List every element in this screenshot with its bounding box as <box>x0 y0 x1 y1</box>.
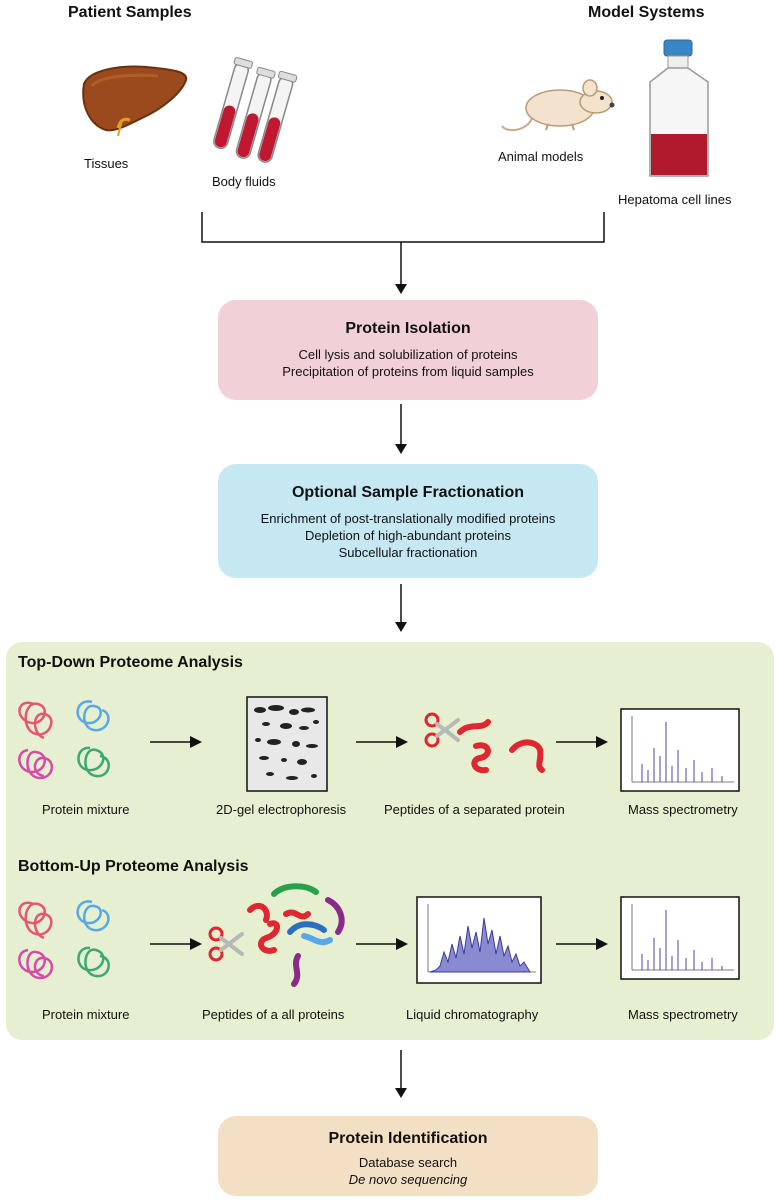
2d-gel-icon <box>246 696 328 792</box>
step-label: 2D-gel electrophoresis <box>216 802 347 817</box>
step-label: Mass spectrometry <box>628 802 738 817</box>
animal-models-label: Animal models <box>498 149 584 164</box>
mouse-icon <box>501 79 615 132</box>
flow-arrow <box>356 938 409 951</box>
protein-mixture-icon <box>18 900 110 980</box>
protein-isolation-line: Cell lysis and solubilization of protein… <box>298 347 518 362</box>
fractionation-line: Depletion of high-abundant proteins <box>305 528 511 543</box>
top-down-title: Top-Down Proteome Analysis <box>18 654 243 671</box>
identification-line: Database search <box>358 1155 458 1170</box>
step-label: Liquid chromatography <box>406 1007 539 1022</box>
culture-flask-icon <box>649 39 709 177</box>
protein-isolation-box: Protein Isolation Cell lysis and solubil… <box>218 300 598 400</box>
flow-arrow <box>356 736 409 749</box>
step-label: Protein mixture <box>42 1007 130 1022</box>
step-label: Protein mixture <box>42 802 130 817</box>
flow-arrow <box>556 736 609 749</box>
model-systems-header: Model Systems <box>588 4 705 21</box>
protein-identification-box: Protein Identification Database search D… <box>218 1116 598 1196</box>
bottom-up-title: Bottom-Up Proteome Analysis <box>18 858 249 875</box>
fractionation-line: Enrichment of post-translationally modif… <box>260 511 556 526</box>
fractionation-line: Subcellular fractionation <box>338 545 478 560</box>
peptides-icon <box>457 719 545 774</box>
patient-samples-header: Patient Samples <box>68 4 192 21</box>
hepatoma-cell-lines-label: Hepatoma cell lines <box>618 192 732 207</box>
protein-mixture-icon <box>18 700 110 780</box>
mass-spectrum-icon <box>620 896 740 980</box>
peptides-icon <box>247 883 345 987</box>
mass-spectrum-icon <box>620 708 740 792</box>
arrow-to-analysis <box>395 584 407 632</box>
protein-isolation-line: Precipitation of proteins from liquid sa… <box>282 364 534 379</box>
scissors-icon <box>208 926 244 962</box>
flow-arrow <box>150 736 203 749</box>
step-label: Mass spectrometry <box>628 1007 738 1022</box>
scissors-icon <box>424 712 460 748</box>
arrow-to-identification <box>395 1050 407 1098</box>
fractionation-title: Optional Sample Fractionation <box>291 484 525 501</box>
body-fluids-label: Body fluids <box>212 174 276 189</box>
fractionation-box: Optional Sample Fractionation Enrichment… <box>218 464 598 578</box>
arrow-to-fractionation <box>395 404 407 454</box>
blood-tubes-icon <box>213 57 298 163</box>
flow-arrow <box>150 938 203 951</box>
tissues-label: Tissues <box>84 156 129 171</box>
protein-isolation-title: Protein Isolation <box>345 320 471 337</box>
liver-icon <box>82 65 188 137</box>
arrow-to-isolation <box>395 242 407 294</box>
identification-line: De novo sequencing <box>348 1172 468 1187</box>
step-label: Peptides of a all proteins <box>202 1007 345 1022</box>
chromatogram-icon <box>416 896 542 984</box>
protein-identification-title: Protein Identification <box>328 1130 488 1147</box>
step-label: Peptides of a separated protein <box>384 802 565 817</box>
flow-arrow <box>556 938 609 951</box>
